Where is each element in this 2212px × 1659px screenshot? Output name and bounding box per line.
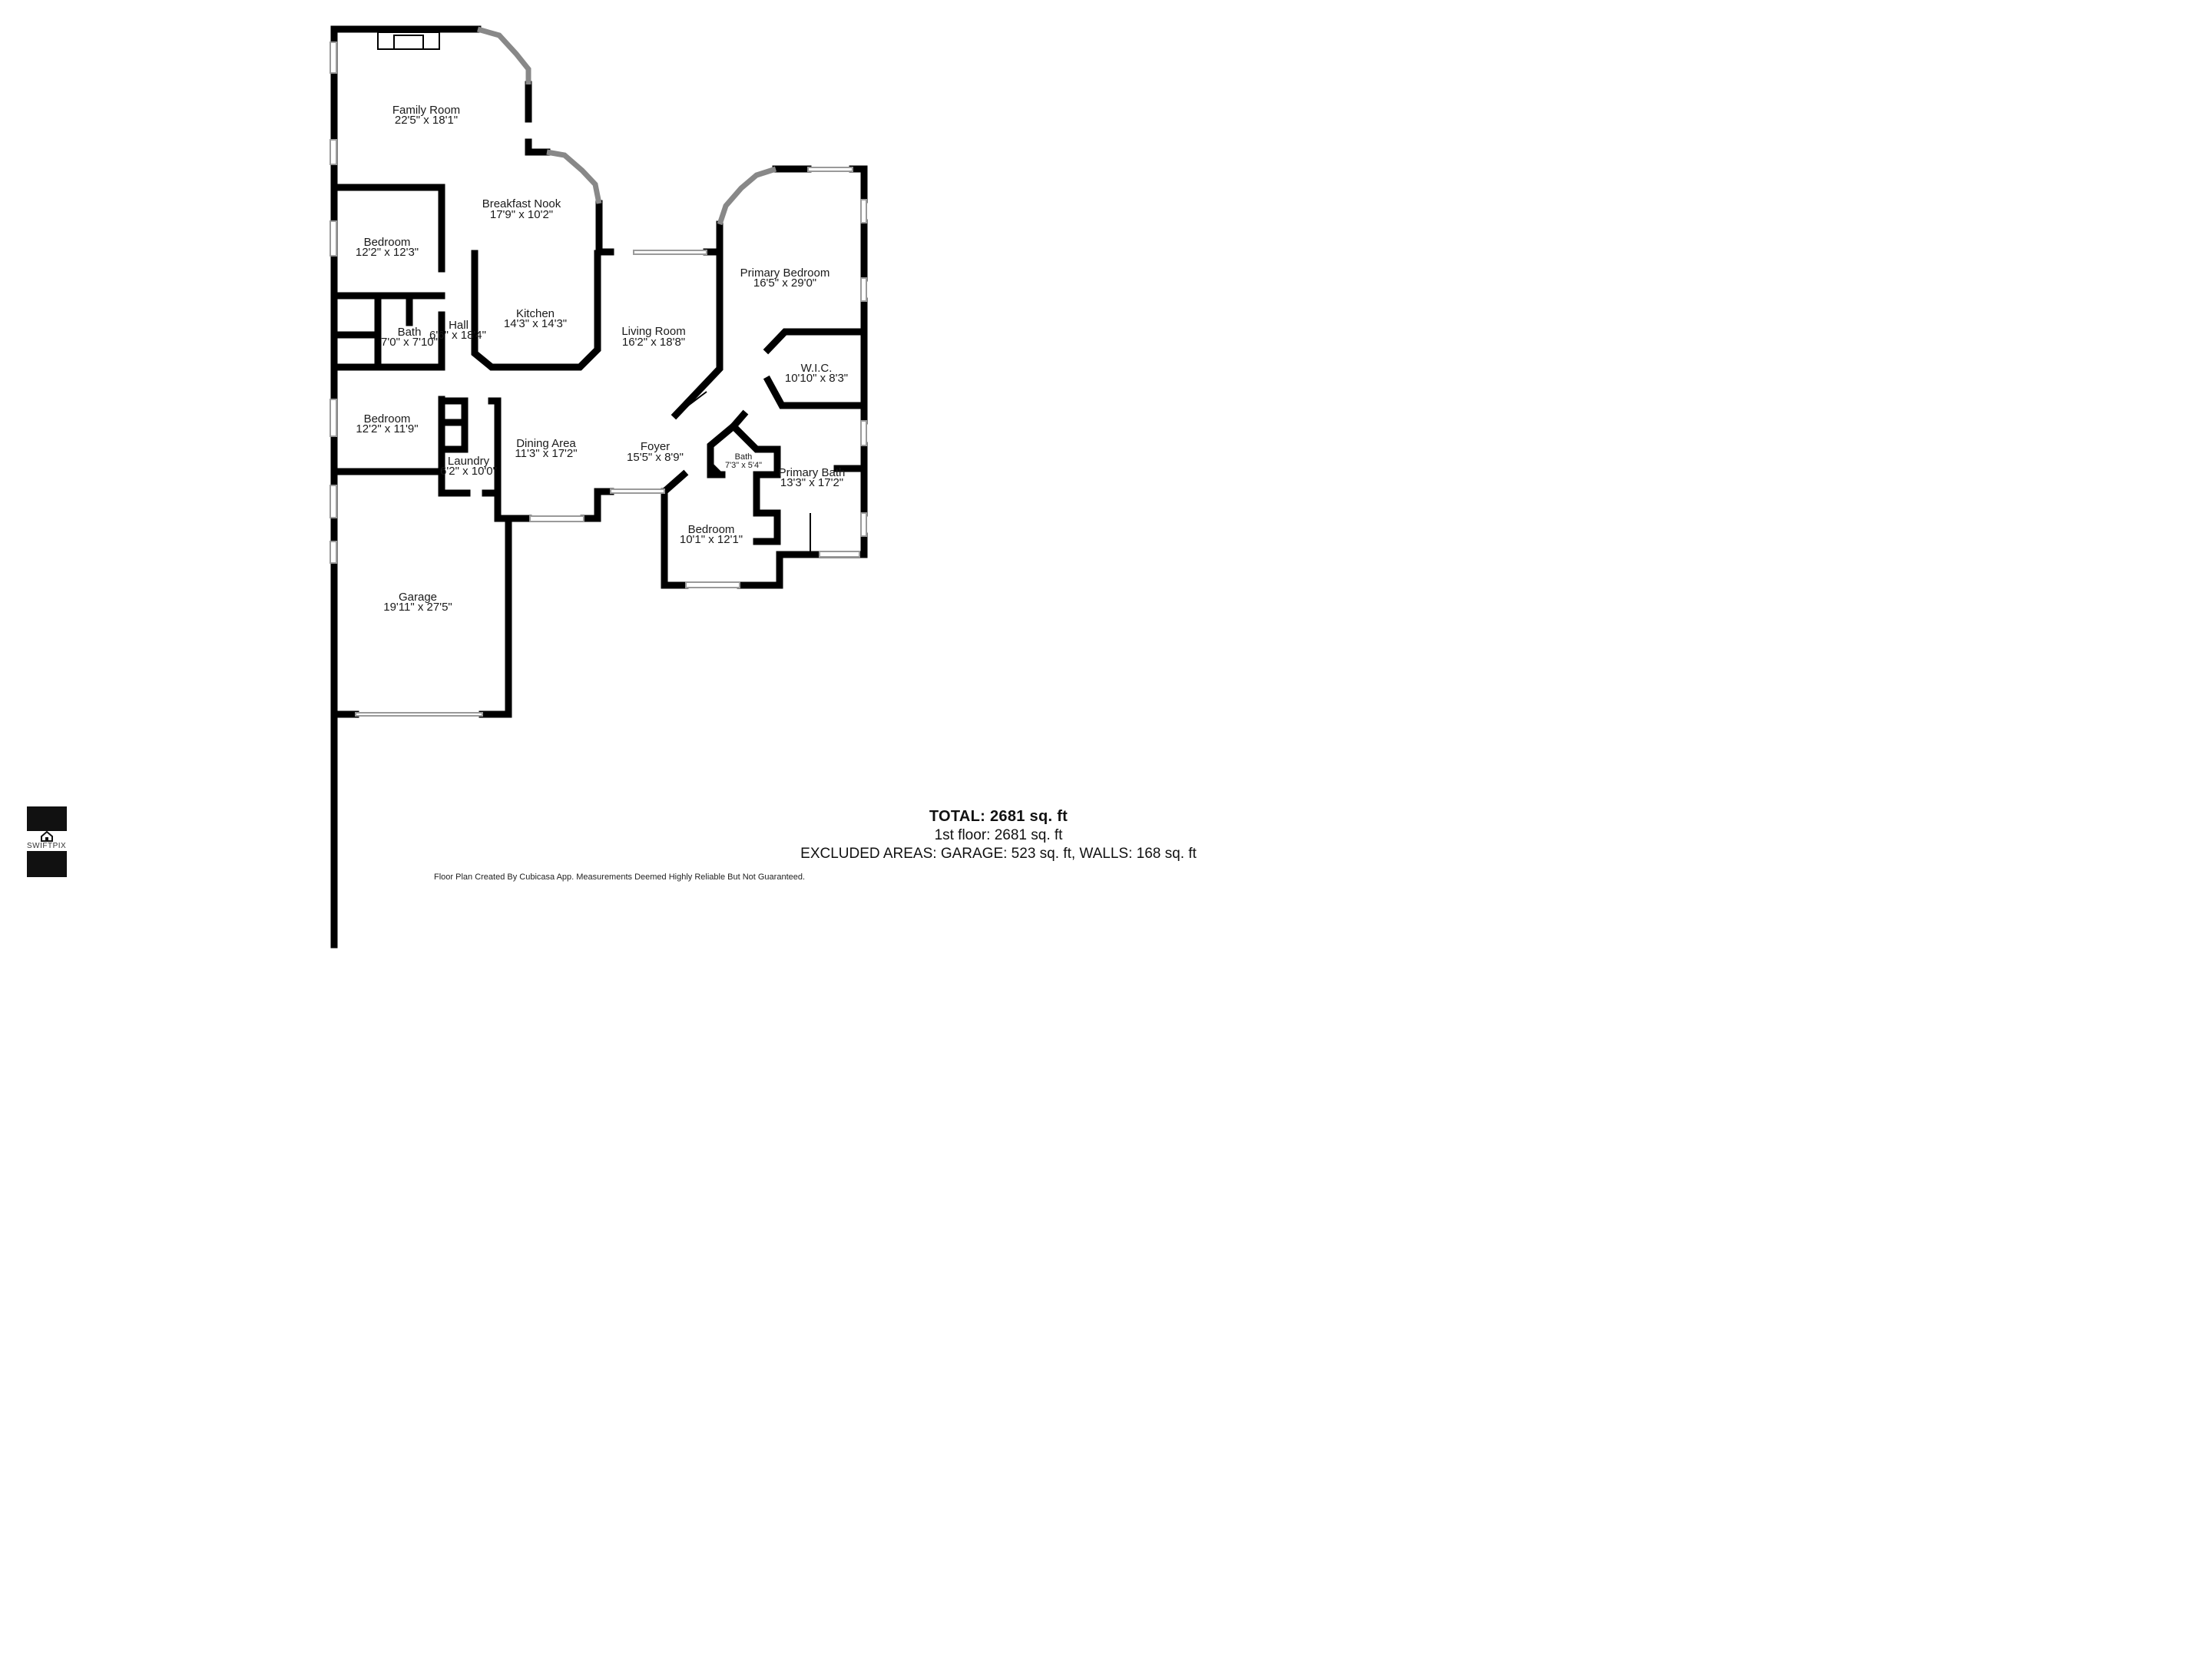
room-dims-bedroom-2: 12'2" x 11'9": [356, 422, 418, 435]
room-name-garage: Garage: [399, 591, 437, 604]
room-dims-laundry: 6'2" x 10'0": [440, 465, 497, 478]
walls: [330, 25, 868, 949]
room-name-bath-1: Bath: [398, 326, 422, 339]
room-name-bedroom-3: Bedroom: [688, 523, 735, 536]
fireplace: [377, 31, 440, 50]
room-name-dining-area: Dining Area: [516, 437, 576, 450]
room-name-breakfast-nook: Breakfast Nook: [482, 197, 561, 210]
room-dims-family-room: 22'5" x 18'1": [395, 114, 458, 127]
room-name-bath-2: Bath: [735, 452, 753, 462]
room-name-hall: Hall: [449, 319, 469, 332]
room-dims-kitchen: 14'3" x 14'3": [504, 317, 567, 330]
room-name-kitchen: Kitchen: [516, 307, 555, 320]
room-name-living-room: Living Room: [621, 325, 685, 338]
room-name-primary-bedroom: Primary Bedroom: [740, 267, 830, 280]
room-dims-bedroom-1: 12'2" x 12'3": [356, 246, 419, 259]
room-name-laundry: Laundry: [448, 455, 490, 468]
room-name-family-room: Family Room: [392, 104, 460, 117]
room-dims-primary-bedroom: 16'5" x 29'0": [753, 276, 816, 290]
room-name-bedroom-2: Bedroom: [364, 412, 411, 426]
floor-area: 1st floor: 2681 sq. ft: [934, 827, 1063, 843]
disclaimer: Floor Plan Created By Cubicasa App. Meas…: [434, 873, 806, 882]
room-dims-garage: 19'11" x 27'5": [383, 601, 452, 614]
room-dims-foyer: 15'5" x 8'9": [627, 451, 684, 464]
room-name-foyer: Foyer: [641, 440, 670, 453]
room-name-wic: W.I.C.: [801, 362, 833, 375]
area-summary: TOTAL: 2681 sq. ft 1st floor: 2681 sq. f…: [538, 808, 1459, 863]
thin-lines: [675, 391, 811, 555]
room-dims-living-room: 16'2" x 18'8": [622, 336, 685, 349]
room-dims-hall: 6'6" x 18'4": [429, 329, 486, 342]
windows: [329, 26, 867, 717]
room-name-primary-bath: Primary Bath: [779, 466, 846, 479]
excluded-areas: EXCLUDED AREAS: GARAGE: 523 sq. ft, WALL…: [800, 846, 1197, 862]
house-icon: [41, 831, 53, 842]
room-dims-bedroom-3: 10'1" x 12'1": [680, 533, 743, 546]
room-name-bedroom-1: Bedroom: [364, 236, 411, 249]
room-dims-breakfast-nook: 17'9" x 10'2": [490, 208, 553, 221]
total-area: TOTAL: 2681 sq. ft: [929, 808, 1068, 825]
room-dims-bath-1: 7'0" x 7'10": [381, 336, 438, 349]
room-dims-wic: 10'10" x 8'3": [785, 372, 848, 385]
room-dims-bath-2: 7'3" x 5'4": [725, 461, 762, 470]
room-labels: Family Room 22'5" x 18'1" Breakfast Nook…: [356, 104, 848, 614]
brand-name: SWIFTPIX: [27, 842, 67, 850]
room-dims-dining-area: 11'3" x 17'2": [515, 447, 577, 460]
room-dims-primary-bath: 13'3" x 17'2": [780, 476, 843, 489]
swiftpix-logo: SWIFTPIX: [27, 806, 67, 877]
